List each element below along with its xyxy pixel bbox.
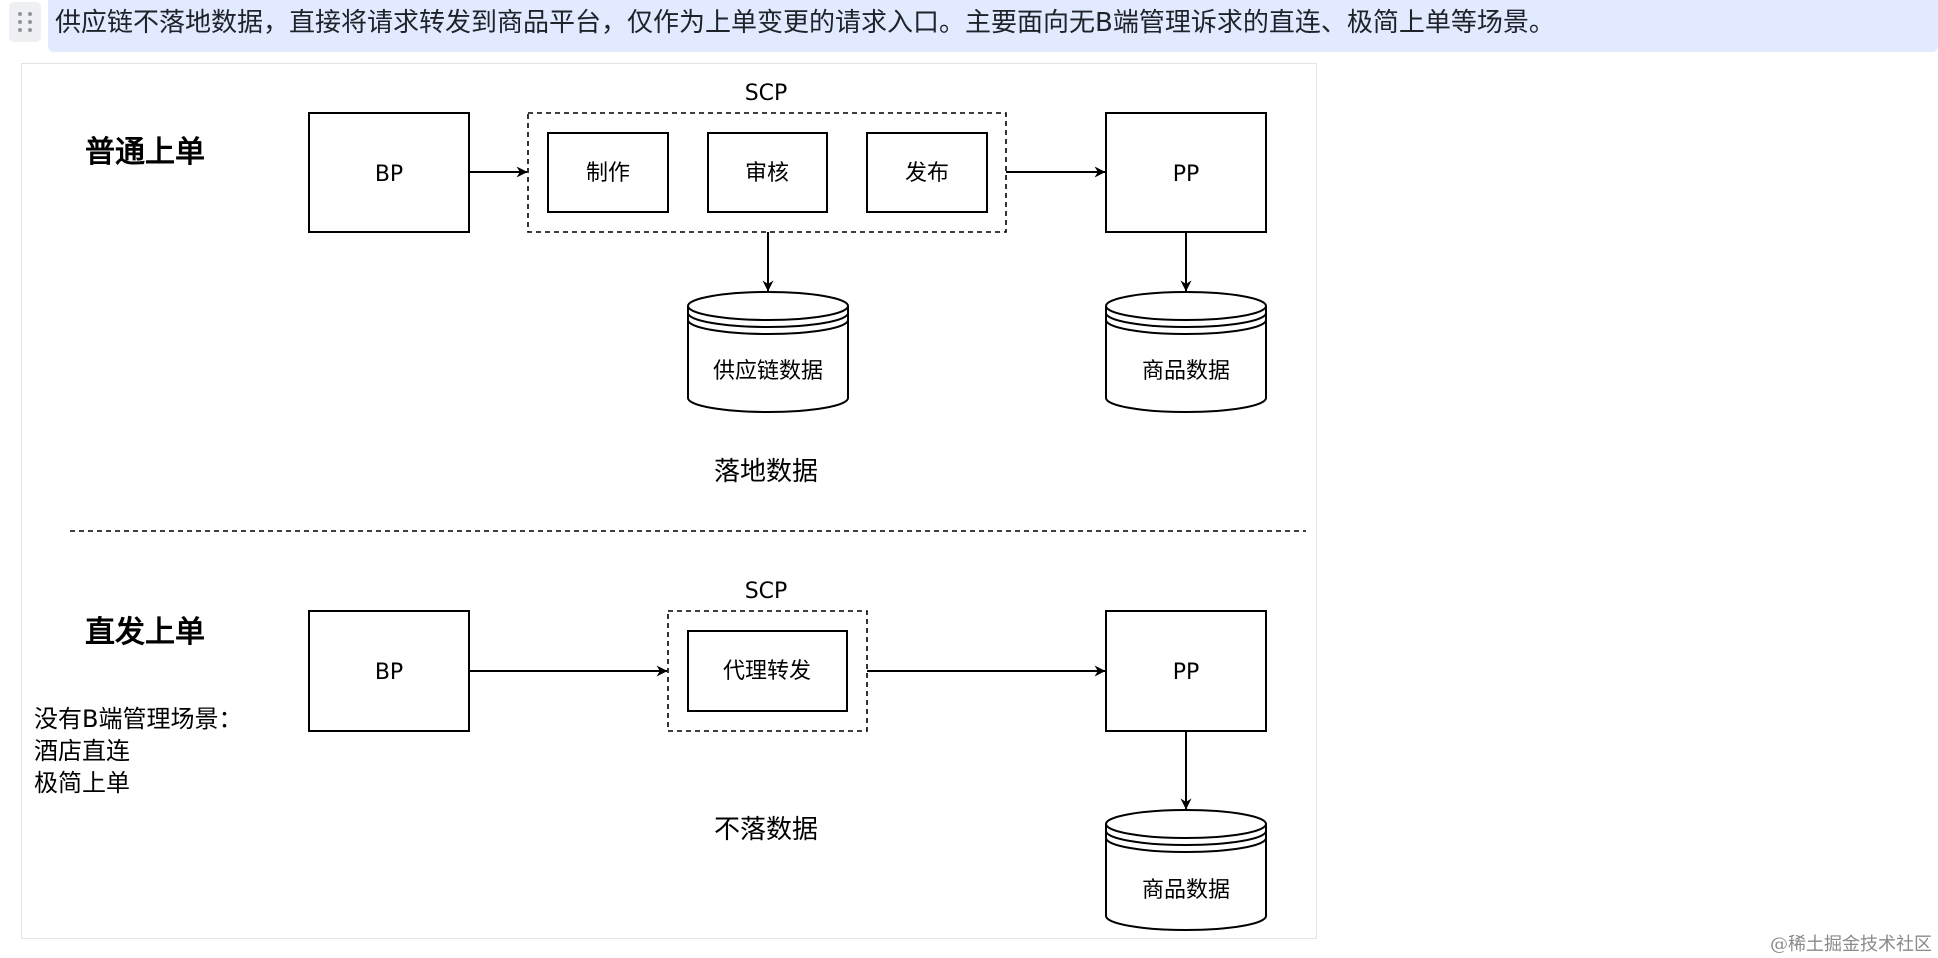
section2-note: 没有B端管理场景： 酒店直连 极简上单 [34, 705, 250, 797]
step-publish-label: 发布 [905, 161, 949, 186]
section2-title: 直发上单 [85, 615, 205, 650]
section2-scp-container [667, 610, 868, 732]
proxy-forward-box: 代理转发 [687, 630, 848, 712]
section2-pp-box: PP [1105, 610, 1267, 732]
step-review-label: 审核 [745, 161, 789, 186]
section2-bp-label: BP [375, 660, 403, 685]
site-watermark: @稀土掘金技术社区 [1770, 934, 1932, 955]
section1-goods-database: 商品数据 [1105, 291, 1267, 413]
step-make-box: 制作 [547, 132, 669, 213]
section2-pp-label: PP [1173, 660, 1200, 685]
section1-scp-label: SCP [745, 81, 788, 106]
section1-caption: 落地数据 [714, 457, 818, 487]
section1-title: 普通上单 [85, 135, 205, 170]
section2-note-line-1: 没有B端管理场景： [34, 705, 242, 733]
supply-chain-database: 供应链数据 [687, 291, 849, 413]
section1-bp-label: BP [375, 162, 403, 187]
section2-goods-db-label: 商品数据 [1142, 878, 1230, 903]
section1-bp-box: BP [308, 112, 470, 233]
section2-scp-label: SCP [745, 579, 788, 604]
section1-goods-db-label: 商品数据 [1142, 359, 1230, 384]
section2-goods-database: 商品数据 [1105, 809, 1267, 931]
section2-note-line-3: 极简上单 [34, 769, 130, 797]
supply-db-label: 供应链数据 [713, 359, 823, 384]
step-make-label: 制作 [586, 161, 630, 186]
diagram-frame [21, 63, 1317, 939]
section2-note-line-2: 酒店直连 [34, 737, 130, 765]
section1-pp-label: PP [1173, 162, 1200, 187]
proxy-forward-label: 代理转发 [723, 659, 811, 684]
callout-note: 供应链不落地数据，直接将请求转发到商品平台，仅作为上单变更的请求入口。主要面向无… [48, 0, 1938, 52]
section2-bp-box: BP [308, 610, 470, 732]
callout-text: 供应链不落地数据，直接将请求转发到商品平台，仅作为上单变更的请求入口。主要面向无… [55, 8, 1555, 38]
step-review-box: 审核 [707, 132, 828, 213]
drag-handle-icon[interactable] [9, 2, 41, 42]
section1-pp-box: PP [1105, 112, 1267, 233]
step-publish-box: 发布 [866, 132, 988, 213]
section1-scp-container [527, 112, 1007, 233]
section2-caption: 不落数据 [714, 815, 818, 845]
